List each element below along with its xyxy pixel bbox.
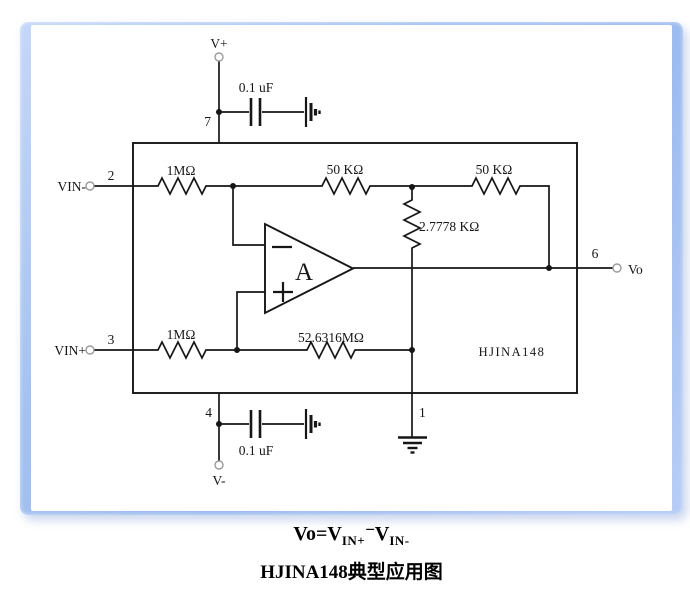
junction-dot [409, 184, 415, 190]
label-r-in-bottom: 1MΩ [167, 327, 196, 342]
label-vminus: V- [212, 473, 226, 488]
junction-dot [234, 347, 240, 353]
junction-dot [230, 183, 236, 189]
label-pin2: 2 [108, 168, 115, 183]
label-vo: Vo [628, 262, 643, 277]
formula-sub-inplus: IN+ [341, 533, 366, 548]
figure-title: HJINA148典型应用图 [260, 562, 443, 583]
wire-inverting-input [232, 186, 265, 246]
wire-vin-plus-row [94, 340, 412, 360]
label-pin4: 4 [205, 405, 212, 420]
label-r-in-top: 1MΩ [167, 163, 196, 178]
chassis-grounds [304, 97, 321, 439]
junction-dot [216, 421, 222, 427]
formula-sub-inminus: IN- [389, 533, 410, 548]
label-cap-top: 0.1 uF [239, 80, 274, 95]
earth-ground-pin1 [398, 436, 427, 454]
formula-v2: V [374, 523, 390, 545]
label-r-fb2: 50 KΩ [476, 162, 513, 177]
output-formula: Vo=VIN+−VIN- [20, 520, 683, 549]
chip-name-label: HJINA148 [479, 345, 546, 359]
formula-prefix: Vo=V [293, 523, 342, 545]
terminal-vplus [214, 52, 224, 62]
op-amp-plus-icon [273, 282, 293, 302]
terminal-vin-minus [85, 181, 95, 191]
label-vin-minus: VIN- [58, 179, 87, 194]
junction-dots [216, 109, 552, 427]
op-amp-triangle [264, 222, 356, 315]
op-amp: A [264, 222, 356, 315]
capacitors [249, 98, 262, 438]
wires [94, 61, 613, 461]
junction-dot [216, 109, 222, 115]
label-vplus: V+ [210, 36, 227, 51]
wire-mid-resistor-pin1 [402, 188, 422, 437]
terminals [85, 52, 622, 470]
wire-vin-minus-row [94, 176, 550, 268]
label-r-mid: 2.7778 KΩ [419, 219, 479, 234]
label-pin6: 6 [592, 246, 599, 261]
junction-dot [409, 347, 415, 353]
wire-noninverting-input [236, 291, 265, 350]
label-pin3: 3 [108, 332, 115, 347]
terminal-vminus [214, 460, 224, 470]
label-vin-plus: VIN+ [54, 343, 86, 358]
capacitor-top [249, 98, 262, 126]
label-r-fb1: 50 KΩ [327, 162, 364, 177]
terminal-vo [612, 263, 622, 273]
label-pin1: 1 [419, 405, 426, 420]
label-cap-bottom: 0.1 uF [239, 443, 274, 458]
op-amp-label: A [295, 259, 313, 286]
label-r-gain: 52.6316MΩ [298, 330, 364, 345]
capacitor-bottom [249, 410, 262, 438]
junction-dot [546, 265, 552, 271]
formula-minus: − [365, 520, 375, 539]
label-pin7: 7 [204, 114, 211, 129]
terminal-vin-plus [85, 345, 95, 355]
